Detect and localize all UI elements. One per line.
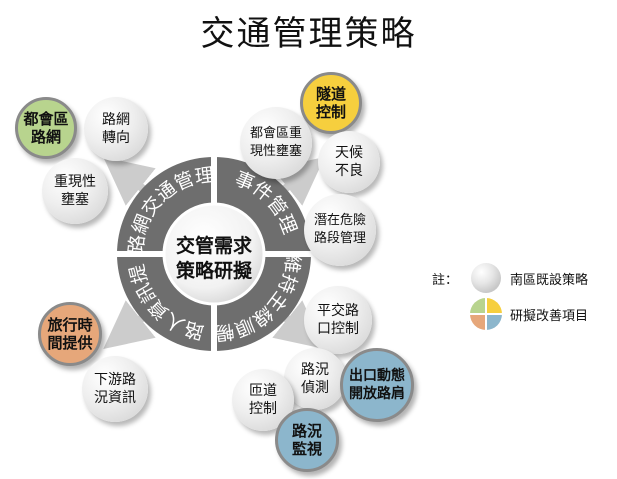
node-tunnel-control: 隧道 控制	[300, 72, 362, 134]
node-metro-recurrent-congestion: 都會區重 現性壅塞	[240, 107, 312, 179]
node-exit-shoulder: 出口動態 開放路肩	[340, 348, 414, 422]
node-network-diversion: 路網 轉向	[84, 97, 148, 161]
center-hub	[162, 202, 266, 306]
node-interchange-control: 平交路 口控制	[304, 286, 372, 354]
legend-proposed-icon	[470, 298, 502, 330]
legend-existing-label: 南區既設策略	[510, 273, 589, 288]
node-recurrent-congestion: 重現性 壅塞	[42, 158, 108, 224]
node-metro-network: 都會區 路網	[15, 97, 77, 159]
legend-proposed-label: 研擬改善項目	[510, 309, 589, 324]
node-travel-time: 旅行時 間提供	[38, 302, 102, 366]
node-condition-monitor: 路況 監視	[275, 408, 339, 472]
center-label-line1: 交管需求	[176, 234, 253, 257]
center-label-line2: 策略研擬	[176, 259, 253, 282]
node-hazard-section: 潛在危險 路段管理	[304, 194, 376, 266]
legend-existing-icon	[471, 263, 501, 293]
node-bad-weather: 天候 不良	[318, 131, 380, 193]
node-condition-detect: 路況 偵測	[284, 348, 346, 410]
node-downstream-info: 下游路 況資訊	[82, 356, 148, 422]
page-title: 交通管理策略	[200, 14, 417, 54]
legend-note-label: 註：	[432, 273, 459, 288]
node-ramp-control: 匝道 控制	[232, 369, 294, 431]
